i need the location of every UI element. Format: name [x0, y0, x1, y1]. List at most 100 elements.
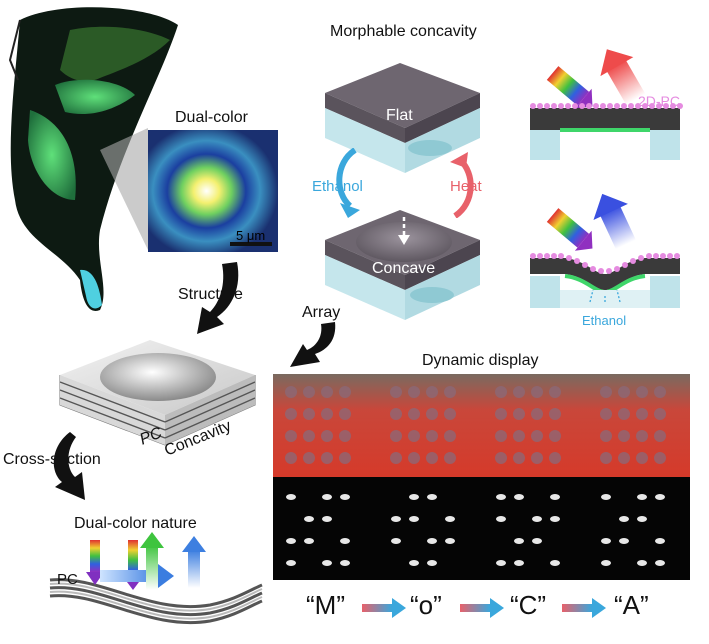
display-pixel-lit [601, 560, 611, 566]
morphable-concavity-title: Morphable concavity [330, 23, 477, 40]
pc-cross-section-diagram [49, 532, 263, 625]
reflection-flat-diagram [530, 49, 683, 160]
reflection-concave-diagram [530, 193, 680, 308]
array-label: Array [302, 304, 341, 321]
display-pixel [285, 408, 297, 420]
display-pixel [531, 430, 543, 442]
dynamic-display-title: Dynamic display [422, 352, 539, 369]
display-pixel-lit [655, 538, 665, 544]
concave-label: Concave [372, 260, 436, 277]
display-pixel [426, 430, 438, 442]
display-pixel-lit [637, 560, 647, 566]
flat-block [325, 63, 480, 173]
butterfly-wing-image [8, 7, 179, 311]
display-pixel-lit [445, 538, 455, 544]
display-pixel-lit [637, 494, 647, 500]
flat-label: Flat [386, 107, 413, 124]
display-pixel-lit [601, 538, 611, 544]
display-pixel-lit [601, 494, 611, 500]
display-pixel [600, 408, 612, 420]
display-pixel [549, 408, 561, 420]
display-pixel [600, 386, 612, 398]
display-pixel-lit [496, 516, 506, 522]
heat-label: Heat [450, 178, 482, 195]
display-pixel [495, 408, 507, 420]
display-pixel [513, 430, 525, 442]
display-pixel [321, 430, 333, 442]
display-pixel [636, 452, 648, 464]
display-pixel [408, 386, 420, 398]
display-pixel [654, 430, 666, 442]
sequence-arrow-3 [562, 598, 606, 618]
display-pixel-lit [619, 516, 629, 522]
concavity-structure [59, 340, 256, 446]
sequence-arrow-2 [460, 598, 504, 618]
display-pixel-lit [532, 538, 542, 544]
display-pixel-lit [340, 538, 350, 544]
2d-pc-label: 2D-PC [638, 93, 681, 109]
display-pixel [426, 386, 438, 398]
display-pixel-lit [409, 494, 419, 500]
display-pixel [390, 386, 402, 398]
display-pixel-lit [550, 560, 560, 566]
display-pixel [513, 452, 525, 464]
cross-section-arrow [53, 432, 85, 500]
structure-arrow [197, 262, 239, 334]
display-pixel-lit [286, 560, 296, 566]
display-pixel [321, 452, 333, 464]
display-pixel [654, 452, 666, 464]
display-pixel-lit [409, 560, 419, 566]
display-pixel [390, 452, 402, 464]
display-pixel [321, 386, 333, 398]
display-pixel-lit [409, 516, 419, 522]
display-pixel [303, 386, 315, 398]
display-pixel [426, 452, 438, 464]
display-pixel [549, 386, 561, 398]
display-pixel [618, 430, 630, 442]
display-pixel [618, 408, 630, 420]
display-pixel-lit [496, 494, 506, 500]
display-pixel [444, 386, 456, 398]
display-pixel-lit [514, 560, 524, 566]
display-pixel-lit [514, 538, 524, 544]
display-pixel [636, 386, 648, 398]
display-pixel [600, 452, 612, 464]
display-pixel [426, 408, 438, 420]
display-pixel [390, 408, 402, 420]
display-pixel-lit [550, 494, 560, 500]
display-pixel-lit [550, 516, 560, 522]
display-pixel-lit [655, 494, 665, 500]
display-pixel [549, 430, 561, 442]
display-pixel-lit [427, 494, 437, 500]
display-photo-dark [273, 477, 690, 580]
display-pixel [495, 430, 507, 442]
display-pixel [549, 452, 561, 464]
sequence-o: “o” [410, 590, 442, 620]
display-pixel [285, 452, 297, 464]
display-pixel-lit [304, 516, 314, 522]
display-pixel [531, 408, 543, 420]
display-pixel [618, 452, 630, 464]
display-pixel [285, 430, 297, 442]
array-arrow [290, 322, 336, 367]
display-pixel [390, 430, 402, 442]
display-pixel [339, 408, 351, 420]
display-pixel [495, 452, 507, 464]
display-pixel-lit [391, 516, 401, 522]
display-pixel [654, 408, 666, 420]
concave-block [325, 210, 480, 320]
display-pixel [636, 430, 648, 442]
display-pixel [408, 452, 420, 464]
display-pixel [408, 430, 420, 442]
display-photo-red [273, 374, 690, 477]
display-pixel [600, 430, 612, 442]
display-pixel-lit [340, 560, 350, 566]
zoom-indicator [100, 128, 148, 250]
display-pixel [654, 386, 666, 398]
dual-color-label: Dual-color [175, 109, 248, 126]
heat-arrow [450, 152, 474, 218]
display-pixel-lit [427, 560, 437, 566]
display-pixel-lit [514, 494, 524, 500]
display-pixel [285, 386, 297, 398]
display-pixel-lit [532, 516, 542, 522]
